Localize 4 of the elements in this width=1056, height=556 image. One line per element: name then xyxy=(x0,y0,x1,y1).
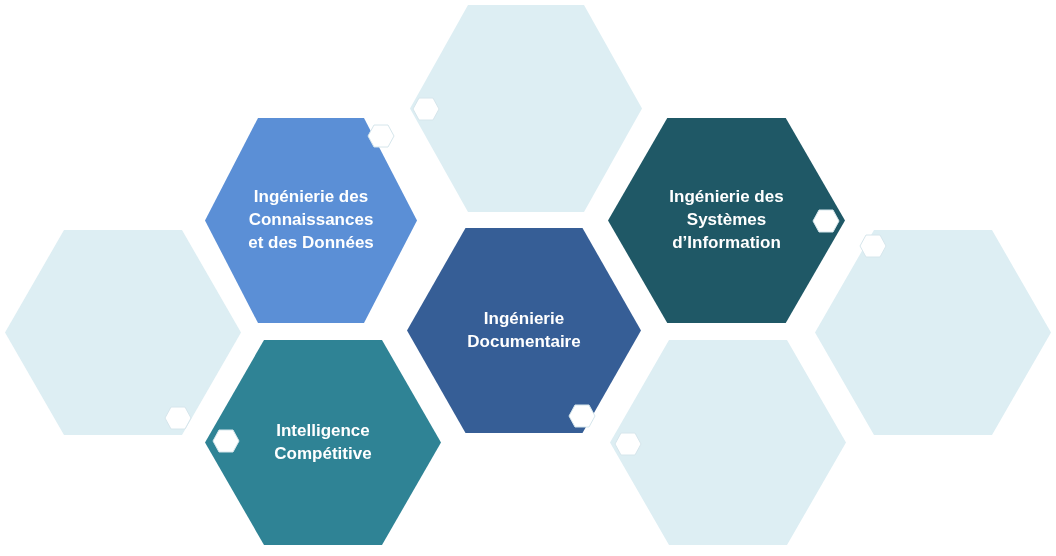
hexagon-label: Ingénierie des Connaissances et des Données xyxy=(247,186,375,254)
hexagon-label: Intelligence Compétitive xyxy=(273,419,373,465)
hexagon-label: Ingénierie Documentaire xyxy=(466,307,582,353)
hexagon-label: Ingénierie des Systèmes d’Information xyxy=(668,186,785,254)
